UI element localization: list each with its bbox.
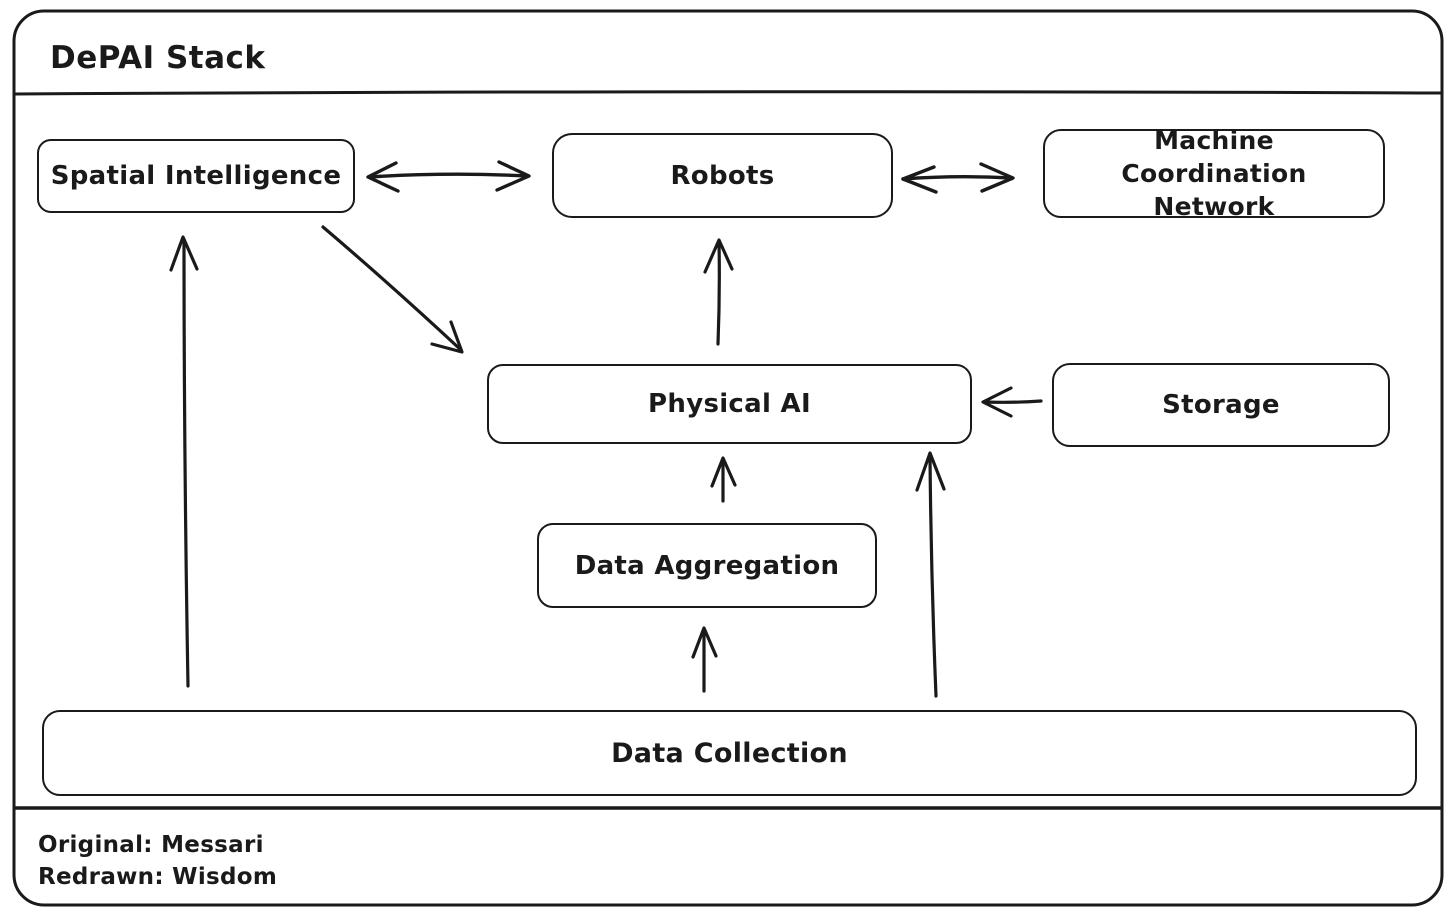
node-spatial-intelligence: Spatial Intelligence [37, 139, 355, 213]
header-divider [13, 90, 1443, 96]
arrow-storage-physical-ai [981, 386, 1043, 418]
footer-credits: Original: Messari Redrawn: Wisdom [38, 829, 277, 893]
diagram-title: DePAI Stack [50, 40, 266, 76]
node-robots-label: Robots [670, 160, 775, 191]
arrow-data-collection-data-aggregation [691, 626, 718, 693]
node-storage-label: Storage [1162, 390, 1280, 420]
arrow-robots-machine-coordination-network [901, 162, 1015, 194]
arrow-data-collection-spatial-intelligence [169, 235, 199, 688]
arrow-data-aggregation-physical-ai [710, 456, 737, 503]
node-data-aggregation: Data Aggregation [537, 523, 877, 608]
arrow-spatial-intelligence-physical-ai [321, 225, 464, 354]
node-data-collection-label: Data Collection [611, 737, 848, 769]
outer-frame [12, 9, 1444, 907]
arrow-spatial-intelligence-robots [366, 160, 531, 193]
footer-original: Original: Messari [38, 832, 264, 858]
node-robots: Robots [552, 133, 893, 218]
node-physical-ai-label: Physical AI [648, 389, 811, 419]
footer-divider [13, 804, 1443, 810]
arrow-physical-ai-robots [703, 238, 734, 346]
node-data-aggregation-label: Data Aggregation [574, 550, 840, 581]
node-storage: Storage [1052, 363, 1390, 447]
footer-redrawn: Redrawn: Wisdom [38, 864, 278, 890]
node-data-collection: Data Collection [42, 710, 1417, 796]
node-machine-coordination-network: Machine Coordination Network [1043, 126, 1385, 221]
arrow-data-collection-physical-ai [915, 451, 946, 698]
node-machine-coordination-network-label: Machine Coordination Network [1121, 126, 1307, 221]
node-physical-ai: Physical AI [487, 364, 972, 444]
node-spatial-intelligence-label: Spatial Intelligence [50, 161, 342, 191]
